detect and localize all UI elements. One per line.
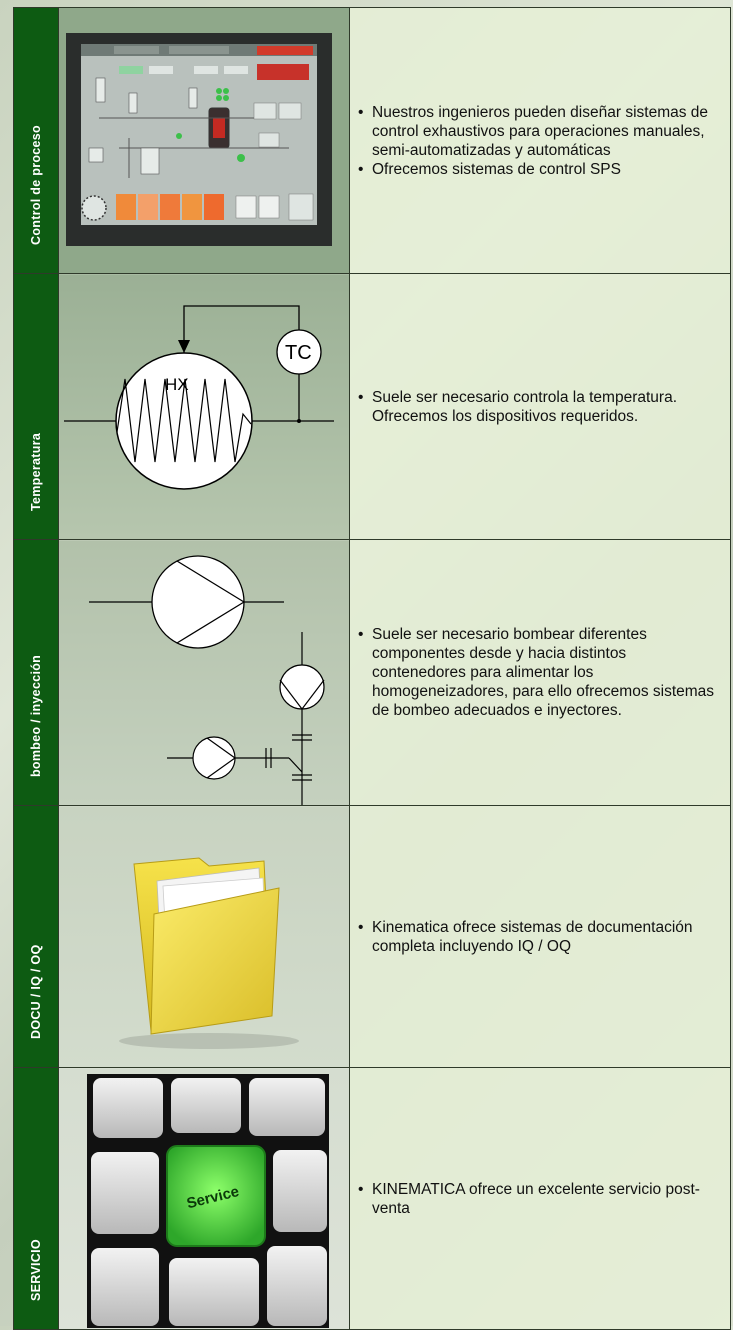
table-row: Temperatura HX TC Suele ser necesario co… — [13, 273, 731, 540]
section-label-cell: DOCU / IQ / OQ — [13, 805, 59, 1068]
heat-exchanger-diagram: HX TC — [64, 305, 334, 490]
section-label: bombeo / inyección — [29, 654, 43, 777]
section-label-cell: Control de proceso — [13, 7, 59, 274]
table-row: DOCU / IQ / OQ — [13, 805, 731, 1068]
yellow-folder-icon — [119, 857, 299, 1049]
hmi-control-panel-image — [66, 33, 332, 246]
bullet-list: Nuestros ingenieros pueden diseñar siste… — [358, 103, 718, 179]
table-row: bombeo / inyección — [13, 539, 731, 806]
description-cell: Suele ser necesario bombear diferentes c… — [349, 539, 731, 806]
section-label-cell: bombeo / inyección — [13, 539, 59, 806]
table-row: SERVICIO — [13, 1067, 731, 1330]
bullet-list: Suele ser necesario bombear diferentes c… — [358, 625, 718, 720]
tc-label: TC — [285, 342, 312, 364]
section-label-cell: Temperatura — [13, 273, 59, 540]
description-cell: Nuestros ingenieros pueden diseñar siste… — [349, 7, 731, 274]
section-label-cell: SERVICIO — [13, 1067, 59, 1330]
image-cell — [58, 7, 350, 274]
bullet-item: KINEMATICA ofrece un excelente servicio … — [358, 1180, 718, 1218]
image-cell: Service — [58, 1067, 350, 1330]
table-row: Control de proceso — [13, 7, 731, 274]
section-label: DOCU / IQ / OQ — [29, 944, 43, 1039]
image-cell — [58, 805, 350, 1068]
bullet-list: Kinematica ofrece sistemas de documentac… — [358, 918, 718, 956]
bullet-list: Suele ser necesario controla la temperat… — [358, 388, 718, 426]
bullet-item: Suele ser necesario bombear diferentes c… — [358, 625, 718, 720]
image-cell — [58, 539, 350, 806]
section-label: Control de proceso — [29, 125, 43, 245]
services-table: Control de proceso — [13, 7, 731, 1330]
description-cell: Kinematica ofrece sistemas de documentac… — [349, 805, 731, 1068]
section-label: Temperatura — [29, 432, 43, 511]
image-cell: HX TC — [58, 273, 350, 540]
bullet-item: Ofrecemos sistemas de control SPS — [358, 160, 718, 179]
service-keyboard-image: Service — [87, 1074, 329, 1328]
description-cell: Suele ser necesario controla la temperat… — [349, 273, 731, 540]
description-cell: KINEMATICA ofrece un excelente servicio … — [349, 1067, 731, 1330]
bullet-item: Kinematica ofrece sistemas de documentac… — [358, 918, 718, 956]
bullet-list: KINEMATICA ofrece un excelente servicio … — [358, 1180, 718, 1218]
hx-label: HX — [165, 375, 189, 394]
bullet-item: Nuestros ingenieros pueden diseñar siste… — [358, 103, 718, 160]
section-label: SERVICIO — [29, 1239, 43, 1301]
pump-diagram — [89, 555, 325, 805]
bullet-item: Suele ser necesario controla la temperat… — [358, 388, 718, 426]
